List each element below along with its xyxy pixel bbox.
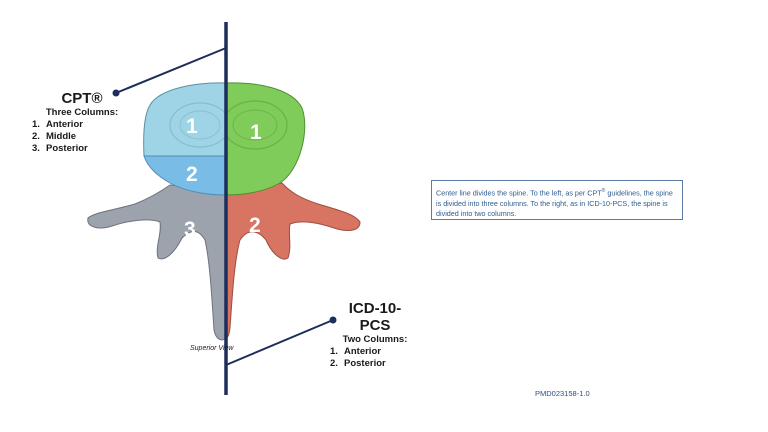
- icd-title: ICD-10-PCS: [348, 300, 402, 334]
- left-column-1-number: 1: [186, 115, 198, 138]
- cpt-leader-line: [115, 47, 227, 94]
- view-label: Superior View: [190, 345, 234, 352]
- left-anterior-column: [143, 82, 226, 157]
- right-column-1-number: 1: [250, 121, 262, 144]
- right-column-2-number: 2: [249, 214, 261, 237]
- left-column-2-number: 2: [186, 163, 198, 186]
- list-item: 3.Posterior: [32, 143, 88, 154]
- icd-leader-line: [225, 319, 334, 366]
- cpt-column-list: 1.Anterior 2.Middle 3.Posterior: [32, 119, 132, 155]
- caption-text: Center line divides the spine. To the le…: [436, 188, 602, 198]
- list-item: 1.Anterior: [330, 346, 381, 357]
- document-id: PMD023158-1.0: [535, 389, 590, 398]
- cpt-title: CPT®: [61, 90, 103, 107]
- left-posterior-column: [87, 184, 226, 341]
- cpt-subtitle: Three Columns:: [45, 107, 119, 118]
- right-half: [226, 82, 361, 339]
- list-item: 2.Middle: [32, 131, 77, 142]
- icd-subtitle: Two Columns:: [342, 334, 408, 345]
- icd-leader-dot: [329, 316, 337, 324]
- left-column-3-number: 3: [184, 218, 196, 241]
- left-middle-column: [143, 155, 226, 196]
- icd-label: ICD-10-PCS Two Columns: 1.Anterior 2.Pos…: [330, 300, 420, 370]
- right-anterior-column: [226, 82, 306, 196]
- caption-box: Center line divides the spine. To the le…: [431, 180, 683, 220]
- right-posterior-column: [226, 182, 361, 339]
- list-item: 2.Posterior: [330, 358, 386, 369]
- icd-column-list: 1.Anterior 2.Posterior: [330, 346, 420, 370]
- list-item: 1.Anterior: [32, 119, 83, 130]
- cpt-leader-dot: [112, 89, 120, 97]
- caption-registered-mark: ®: [601, 188, 606, 194]
- left-half: [87, 82, 226, 341]
- caption-text-continued: guidelines, the spine is divided into th…: [436, 188, 673, 219]
- cpt-label: CPT® Three Columns: 1.Anterior 2.Middle …: [32, 90, 132, 155]
